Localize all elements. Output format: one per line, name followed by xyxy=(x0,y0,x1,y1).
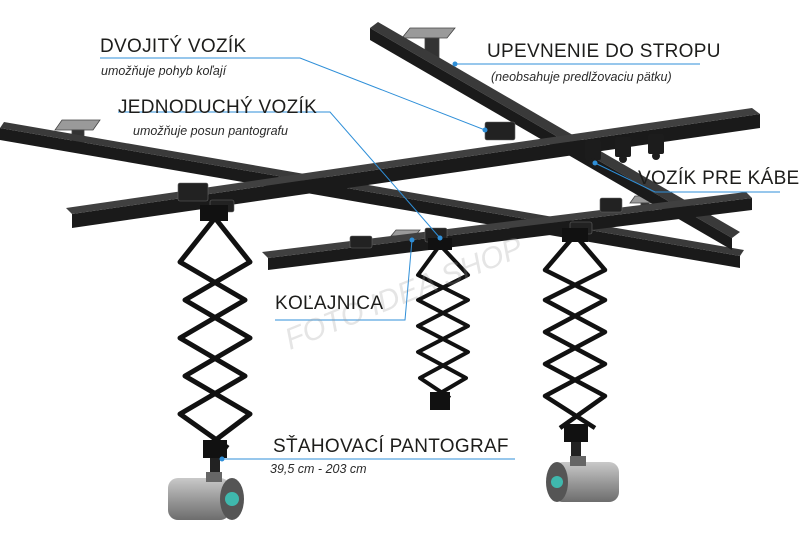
label-pantograph: SŤAHOVACÍ PANTOGRAF xyxy=(273,436,509,457)
label-rail: KOĽAJNICA xyxy=(275,293,384,314)
label-ceiling-mount-desc: (neobsahuje predlžovaciu pätku) xyxy=(491,70,672,84)
pantograph-right xyxy=(542,228,608,458)
pantograph-left xyxy=(177,205,253,474)
trolleys xyxy=(177,121,623,249)
label-double-trolley: DVOJITÝ VOZÍK xyxy=(100,36,247,57)
label-double-trolley-desc: umožňuje pohyb koľají xyxy=(101,64,227,78)
label-pantograph-range: 39,5 cm - 203 cm xyxy=(270,462,367,476)
studio-light-left xyxy=(168,472,244,520)
cable-trolleys xyxy=(585,134,664,166)
label-single-trolley-desc: umožňuje posun pantografu xyxy=(133,124,288,138)
label-ceiling-mount: UPEVNENIE DO STROPU xyxy=(487,41,721,62)
callout-lines xyxy=(100,57,780,462)
studio-light-right xyxy=(546,456,619,502)
label-single-trolley: JEDNODUCHÝ VOZÍK xyxy=(118,97,318,118)
label-cable-trolley: VOZÍK PRE KÁBEL xyxy=(638,168,800,189)
pantograph-middle xyxy=(416,238,470,410)
